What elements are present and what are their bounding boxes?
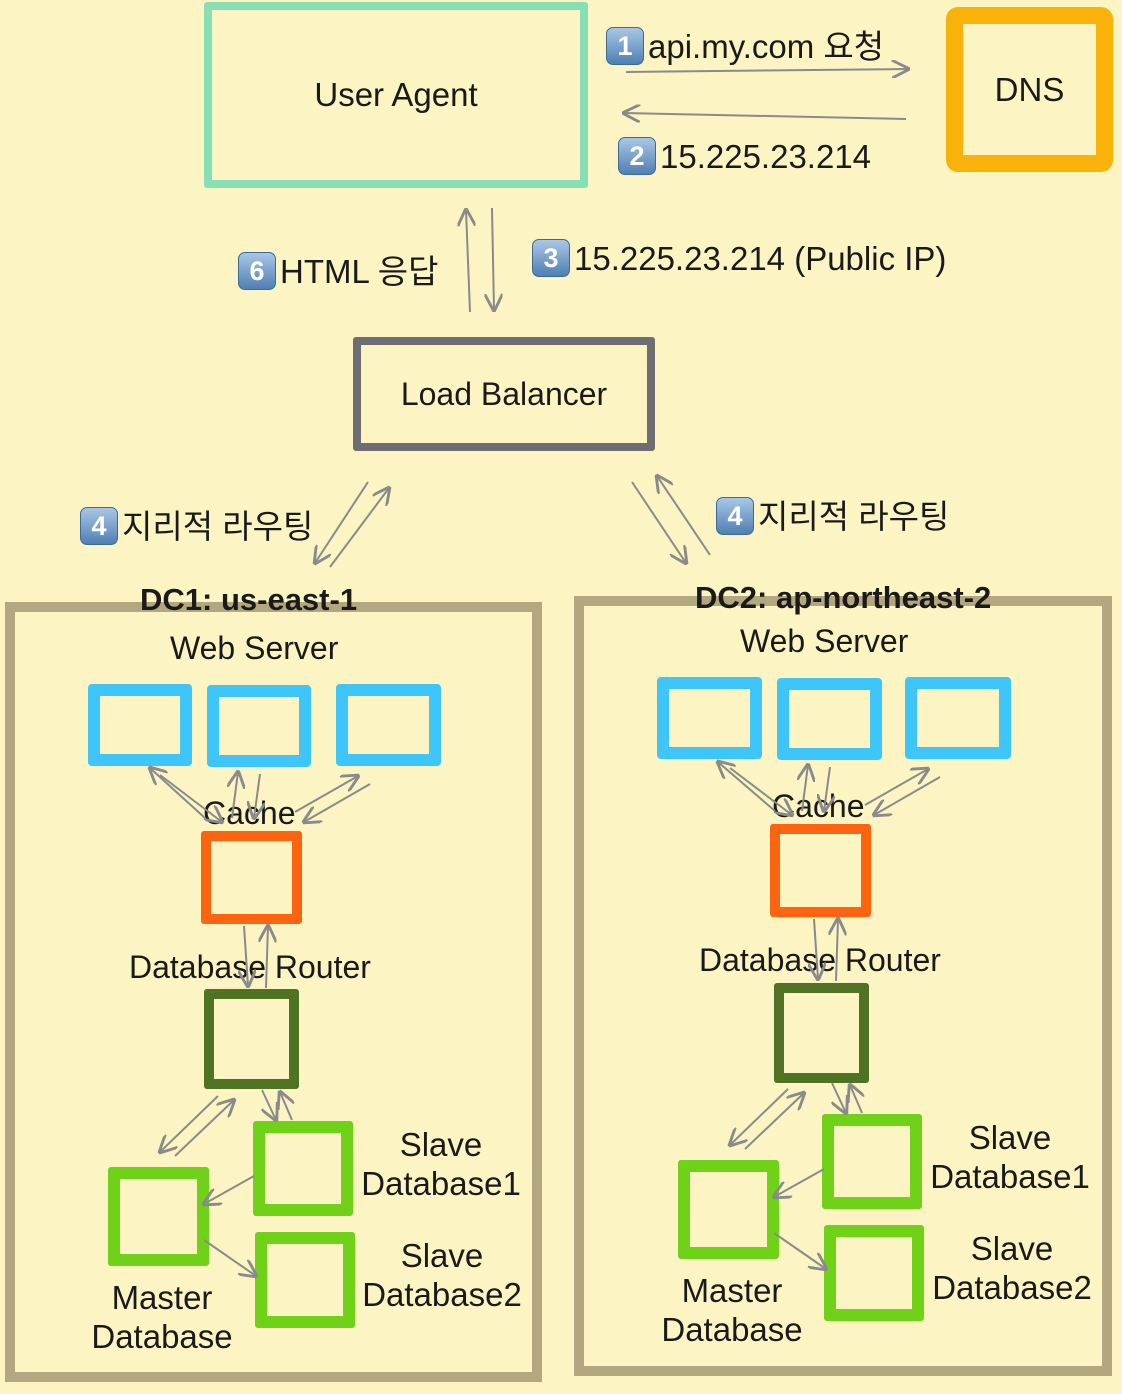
step-4-right-badge: 4 (716, 497, 754, 536)
user-agent-label: User Agent (314, 76, 478, 113)
dc1-web-server-2[interactable] (207, 685, 311, 767)
arrow-dc2-master-router (744, 1093, 804, 1150)
dc2-title: DC2: ap-northeast-2 (695, 580, 992, 615)
arrow-dc1-master-router (174, 1100, 234, 1157)
arrow-dc1-cache-web1 (150, 768, 206, 819)
dc2-slave-db2-line1: Slave (970, 1230, 1054, 1267)
arrow-dc2-to-lb (657, 476, 711, 556)
dc1-web-server-label: Web Server (170, 630, 339, 666)
arrow-dc2-cache-web1 (718, 762, 776, 812)
arrow-dc1-web1-cache (159, 774, 222, 822)
arrow-dc2-router-master (730, 1088, 789, 1145)
dc2-cache-box[interactable] (770, 824, 871, 917)
arrow-lb-to-dc2 (631, 481, 686, 563)
step-4-right-text: 지리적 라우팅 (758, 498, 950, 535)
arrow-dc1-slave1-router (280, 1092, 292, 1121)
dc2-master-db-label: Master Database (652, 1271, 812, 1349)
step-1-badge: 1 (606, 27, 644, 66)
step-6-text: HTML 응답 (280, 253, 439, 290)
arrow-dc2-web3-cache (874, 776, 941, 815)
step-2-text: 15.225.23.214 (660, 138, 872, 175)
arrow-dc2-web1-cache (729, 767, 792, 815)
user-agent-box[interactable]: User Agent (204, 2, 588, 188)
arrow-ua-to-lb (492, 207, 494, 310)
dc2-slave-db1-line2: Database1 (930, 1158, 1090, 1195)
dc1-master-db-box[interactable] (108, 1167, 209, 1266)
dc2-slave-db1-line1: Slave (968, 1119, 1052, 1156)
arrow-dc1-slave1-master (204, 1175, 255, 1204)
dc1-master-db-line2: Database (91, 1318, 233, 1355)
arrow-dns-to-ua (624, 113, 907, 119)
dc1-master-db-line1: Master (111, 1279, 213, 1316)
dc1-slave-db2-line2: Database2 (362, 1276, 522, 1313)
arrow-dc1-to-lb (329, 488, 389, 568)
arrow-dc1-router-master (160, 1095, 219, 1152)
load-balancer-label: Load Balancer (400, 375, 608, 412)
arrow-dc2-master-slave2 (773, 1232, 826, 1269)
dc2-slave-db1-label: Slave Database1 (925, 1118, 1095, 1196)
dc1-title: DC1: us-east-1 (140, 582, 358, 617)
arrow-dc1-router-slave1 (262, 1089, 276, 1120)
arrow-dc1-cache-router (244, 925, 248, 986)
dc2-web-server-3[interactable] (905, 677, 1011, 759)
dc1-web-server-1[interactable] (88, 684, 192, 766)
arrow-dc2-slave1-router (850, 1085, 862, 1114)
arrow-dc2-cache-web2 (802, 765, 808, 812)
arrow-dc2-router-cache (836, 919, 838, 982)
dc1-slave-db2-label: Slave Database2 (356, 1236, 528, 1314)
dc2-master-db-line1: Master (681, 1272, 783, 1309)
dc2-slave-db2-line2: Database2 (932, 1269, 1092, 1306)
arrow-dc2-slave1-master (774, 1168, 825, 1197)
step-3-badge: 3 (532, 239, 570, 278)
dc1-container (5, 602, 542, 1382)
dc2-router-box[interactable] (774, 983, 869, 1083)
dc2-master-db-line2: Database (661, 1311, 803, 1348)
dc2-slave-db2-label: Slave Database2 (926, 1229, 1098, 1307)
arrow-dc2-web2-cache (824, 766, 830, 811)
dns-box[interactable]: DNS (946, 7, 1113, 172)
arrow-dc2-cache-web3 (864, 769, 928, 806)
dns-label: DNS (994, 70, 1065, 108)
dc1-slave-db1-line2: Database1 (361, 1165, 521, 1202)
arrow-dc2-cache-router (814, 918, 818, 979)
dc1-slave-db1-label: Slave Database1 (356, 1125, 526, 1203)
step-4-left-badge: 4 (80, 507, 118, 546)
arrow-dc1-router-cache (266, 926, 268, 989)
arrow-dc2-router-slave1 (832, 1082, 846, 1113)
dc1-slave-db2-box[interactable] (255, 1232, 355, 1328)
dc2-web-server-label: Web Server (740, 623, 909, 659)
dc2-container (574, 596, 1112, 1376)
arrow-dc1-web2-cache (254, 773, 260, 818)
arrow-dc1-web3-cache (304, 783, 371, 822)
dc1-router-box[interactable] (204, 989, 299, 1089)
arrow-lb-to-dc1 (315, 481, 369, 563)
step-6-badge: 6 (238, 252, 276, 291)
dc1-web-server-3[interactable] (336, 684, 441, 766)
dc1-master-db-label: Master Database (82, 1278, 242, 1356)
dc1-slave-db2-line1: Slave (400, 1237, 484, 1274)
arrow-dc1-cache-web2 (232, 772, 238, 819)
step-2-badge: 2 (618, 137, 656, 176)
arrow-dc1-master-slave2 (203, 1239, 256, 1276)
step-1-text: api.my.com 요청 (648, 28, 885, 65)
step-4-left-text: 지리적 라우팅 (122, 508, 314, 545)
arrow-ua-to-dns (625, 69, 908, 72)
step-3-text: 15.225.23.214 (Public IP) (574, 240, 947, 277)
dc2-slave-db2-box[interactable] (824, 1225, 924, 1321)
dc1-slave-db1-line1: Slave (399, 1126, 483, 1163)
arrow-lb-to-ua (466, 210, 470, 313)
load-balancer-box[interactable]: Load Balancer (353, 337, 655, 451)
arrow-dc1-cache-web3 (294, 776, 358, 813)
dc2-web-server-1[interactable] (657, 677, 762, 759)
dc2-web-server-2[interactable] (777, 678, 882, 760)
dc2-slave-db1-box[interactable] (822, 1114, 922, 1209)
dc1-cache-box[interactable] (201, 831, 302, 924)
